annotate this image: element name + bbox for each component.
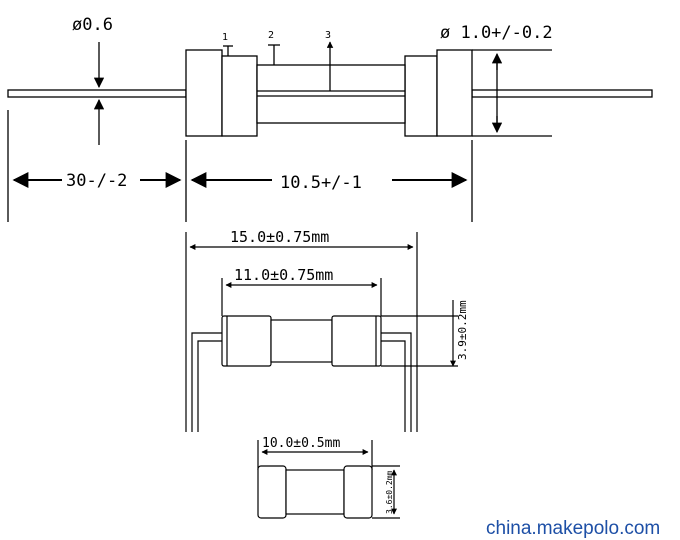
mid-body-length-label: 11.0±0.75mm [234,266,333,284]
right-bent-lead [381,332,412,432]
overall-length-label: 15.0±0.75mm [230,228,329,246]
right-bent-lead-inner [381,340,406,432]
mid-left-cap [221,315,272,367]
bot-length-label: 10.0±0.5mm [262,436,340,451]
left-bent-lead-inner [197,340,222,432]
body-diameter-label: ø 1.0+/-0.2 [440,23,553,43]
bottom-view [257,440,400,519]
left-end-cap-inner [221,55,258,137]
glass-tube [256,64,406,124]
watermark: china.makepolo.com [486,518,660,539]
body-length-label: 10.5+/-1 [280,173,362,193]
right-lead [471,89,653,98]
mid-diameter-label: 3.9±0.2mm [456,300,469,360]
left-bent-lead [191,332,222,432]
callout-2-label: 2 [268,30,274,41]
bot-diameter-label: 3.6±0.2mm [385,470,394,514]
callout-3-label: 3 [325,30,331,41]
top-view [7,41,653,222]
right-end-cap-inner [404,55,438,137]
mid-right-cap [331,315,382,367]
left-end-cap-outer [185,49,223,137]
lead-length-label: 30-/-2 [66,171,127,191]
middle-view [185,232,458,432]
left-lead [7,89,187,98]
bot-body [285,469,345,515]
callout-1-label: 1 [222,32,228,43]
mid-body [270,319,333,363]
right-end-cap-outer [436,49,473,137]
bot-right-cap [343,465,373,519]
lead-diameter-label: ø0.6 [72,15,113,35]
bot-left-cap [257,465,287,519]
